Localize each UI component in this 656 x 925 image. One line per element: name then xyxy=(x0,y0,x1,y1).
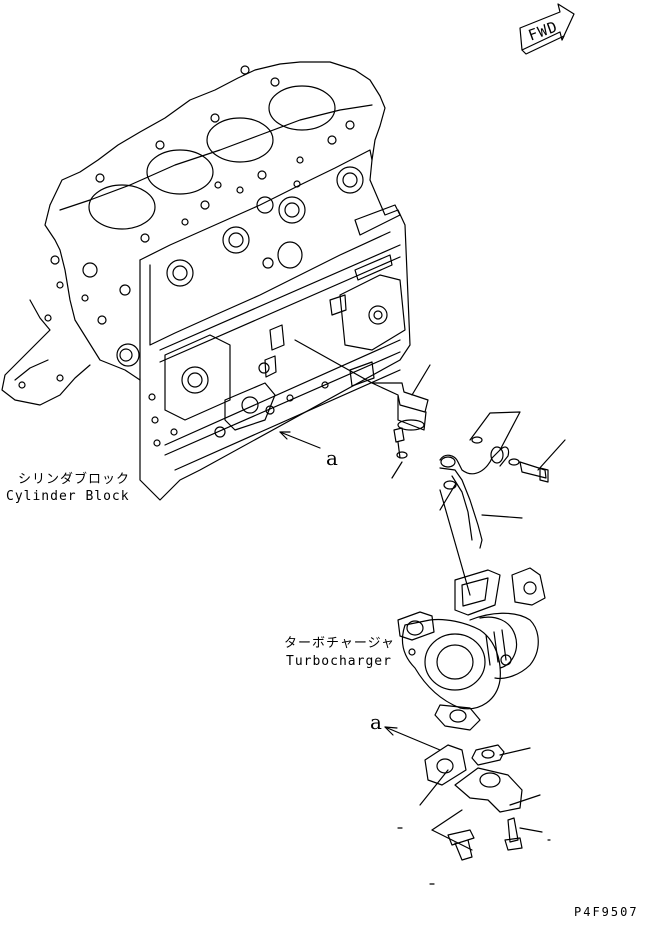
callout-a-lower: a xyxy=(370,710,382,734)
turbocharger-label-en: Turbocharger xyxy=(286,654,392,669)
callout-arrow-a-upper xyxy=(280,432,320,448)
turbocharger-label-jp: ターボチャージャ xyxy=(284,636,395,651)
callout-a-upper: a xyxy=(326,446,338,470)
drawing-number: P4F9507 xyxy=(574,905,639,919)
cylinder-block-label-jp: シリンダブロック xyxy=(18,472,131,487)
cylinder-block xyxy=(2,62,410,500)
fwd-arrow-icon xyxy=(520,4,574,54)
turbocharger xyxy=(398,568,545,730)
cylinder-block-label-en: Cylinder Block xyxy=(6,489,130,504)
exhaust-flange-assembly xyxy=(385,727,550,884)
